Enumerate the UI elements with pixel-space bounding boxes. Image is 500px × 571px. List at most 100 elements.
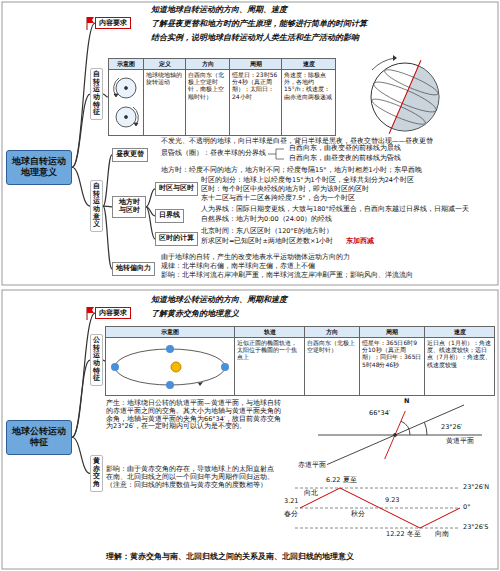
globe-figure — [358, 47, 452, 147]
node-label: 自转运动意义 — [93, 183, 100, 229]
axis-label: N — [403, 398, 410, 406]
bracket-line — [268, 149, 284, 159]
sun-path-figure — [300, 488, 460, 528]
note-text: 影响：北半球河流右岸冲刷严重，南半球河流左岸冲刷严重；影响风向、洋流流向 — [160, 272, 414, 280]
note-text: 地方时：经度不同的地方，地方时不同；经度每隔15°，地方时相差1小时；东早西晚 — [160, 167, 423, 175]
branch-connector — [146, 207, 155, 239]
orbit-figure — [111, 345, 229, 389]
objective-text: 知道地球自转运动的方向、周期、速度 — [150, 5, 288, 15]
obliquity-figure — [318, 435, 482, 436]
note-text: 自然界线：地方时为0:00（24:00）的经线 — [200, 216, 333, 224]
branch-box: 公转运动特征 — [90, 334, 103, 386]
sub-topic: 昼夜更替 — [112, 148, 148, 162]
table-cell: 自西向东（北极上空逆时针） — [304, 337, 360, 396]
objective-text: 结合实例，说明地球自转运动对人类生活和生产活动的影响 — [150, 33, 360, 43]
tag-box: 内容要求 — [95, 17, 131, 29]
sun-path-figure — [295, 488, 458, 489]
direction-label: 向南 — [434, 531, 450, 539]
rotation-figure — [125, 116, 128, 119]
branch-connector — [103, 206, 112, 269]
orbit-figure — [198, 382, 203, 386]
node-label: 昼夜更替 — [116, 150, 144, 158]
tag-box: 内容要求 — [95, 307, 131, 319]
table-cell: 恒星日：23时56分4秒（真正周期）；太阳日：24小时 — [229, 69, 282, 136]
obliquity-figure — [385, 411, 406, 459]
objective-text: 了解昼夜更替和地方时的产生原理，能够进行简单的时间计算 — [150, 19, 368, 29]
obliquity-figure — [394, 434, 397, 437]
figure-cell — [105, 337, 235, 396]
branch-connector — [72, 360, 90, 437]
node-label: 公转运动特征 — [93, 337, 100, 383]
note-text: 时区的划分：地球上以经度每15°为1个时区，全球共划分为24个时区 — [200, 177, 415, 185]
orbit-figure — [111, 363, 119, 371]
node-label: 时区与区时 — [159, 184, 194, 192]
direction-label: 向北 — [303, 490, 319, 498]
orbit-figure — [166, 345, 174, 353]
rotation-figure — [134, 123, 138, 126]
node-label: 地方时与区时 — [119, 198, 140, 214]
sub-topic: 区时的计算 — [155, 232, 198, 246]
rotation-figure — [125, 87, 128, 90]
sun-path-figure — [295, 508, 458, 509]
feature-table: 示意图定义方向周期速度地球绕地轴的旋转运动自西向东（北极上空逆时针，南极上空顺时… — [108, 58, 336, 136]
table-cell: 近日点（1月初）：角速度、线速度较快；远日点（7月初）：角速度、线速度较慢 — [424, 337, 495, 396]
center-topic: 地球自转运动地理意义 — [6, 150, 72, 185]
globe-figure — [393, 55, 397, 61]
note-text: 晨昏线（圈）：昼夜半球的分界线 — [160, 150, 267, 158]
node-label: 内容要求 — [99, 19, 127, 27]
note-block: 影响：由于黄赤交角的存在，导致地球上的太阳直射点在南、北回归线之间以一个回归年为… — [105, 466, 277, 489]
orbit-figure — [171, 362, 181, 372]
feature-table: 示意图轨道方向周期速度近似正圆的椭圆轨道，太阳位于椭圆的一个焦点上自西向东（北极… — [105, 326, 495, 396]
rotation-figure — [133, 107, 138, 125]
note-text: 北京时间：东八区区时（120°E的地方时） — [200, 228, 334, 236]
table-cell: 地球绕地轴的旋转运动 — [143, 69, 186, 136]
obliquity-figure — [401, 421, 410, 435]
sun-path-figure — [295, 528, 458, 529]
note-text: 规律：北半球向右偏，南半球向左偏，赤道上不偏 — [160, 263, 316, 271]
note-text: 人为界线：国际日期变更线，大致与180°经线重合，自西向东越过日界线，日期减一天 — [200, 206, 470, 214]
latitude-label: 23°26′N — [462, 484, 490, 492]
branch-connector — [72, 167, 90, 206]
panel-frame — [2, 2, 498, 285]
branch-connector — [146, 189, 155, 207]
date-label: 9.23 — [384, 497, 400, 505]
table-cell: 自西向东（北极上空逆时针，南极上空顺时针） — [185, 69, 230, 136]
summary-text: 理解：黄赤交角与南、北回归线之间的关系及南、北回归线的地理意义 — [105, 552, 355, 561]
bracket-line — [268, 149, 284, 159]
rotation-figure — [114, 78, 119, 96]
node-label: 日界线 — [159, 211, 180, 219]
plane-label: 赤道平面 — [297, 462, 327, 470]
note-text: 由于地球的自转，产生的改变地表水平运动物体运动方向的力 — [160, 254, 351, 262]
rotation-figure — [116, 107, 136, 127]
node-label: 地球自转运动地理意义 — [12, 156, 66, 177]
globe-figure — [372, 58, 395, 70]
globe-figure — [391, 66, 449, 142]
note-block: 产生：地球绕日公转的轨道平面—黄道平面，与地球自转的赤道平面之间的交角。其大小为… — [105, 400, 287, 431]
obliquity-figure — [424, 422, 427, 435]
sub-topic: 日界线 — [155, 209, 184, 223]
date-label: 3.21 — [283, 498, 299, 506]
rule-text: 东加西减 — [345, 238, 375, 246]
orbit-figure — [166, 381, 174, 389]
note-text: 东十二区与西十二区各跨经度7.5°，合为一个时区 — [200, 195, 356, 203]
plane-label: 黄道平面 — [445, 438, 475, 446]
note-text: 自西向东，由昼变夜的前移线为昏线 — [288, 155, 402, 163]
date-label: 6.22 夏至 — [325, 477, 358, 485]
sub-topic: 地方时与区时 — [112, 196, 146, 218]
table-cell: 角速度：除极点外，各地约15°/h；线速度：由赤道向两极递减 — [281, 69, 336, 136]
branch-connector — [103, 155, 112, 206]
sun-path-figure — [295, 488, 460, 528]
sub-topic: 地转偏向力 — [112, 262, 155, 276]
globe-figure — [358, 47, 452, 147]
flag-icon — [87, 307, 94, 313]
flag-icon — [87, 17, 94, 23]
date-label: 春分 — [283, 511, 299, 519]
flag-icon — [87, 17, 94, 320]
rotation-figure — [114, 94, 118, 97]
node-label: 区时的计算 — [159, 234, 194, 242]
branch-box: 黄赤交角 — [90, 455, 103, 492]
globe-figure — [389, 60, 421, 133]
